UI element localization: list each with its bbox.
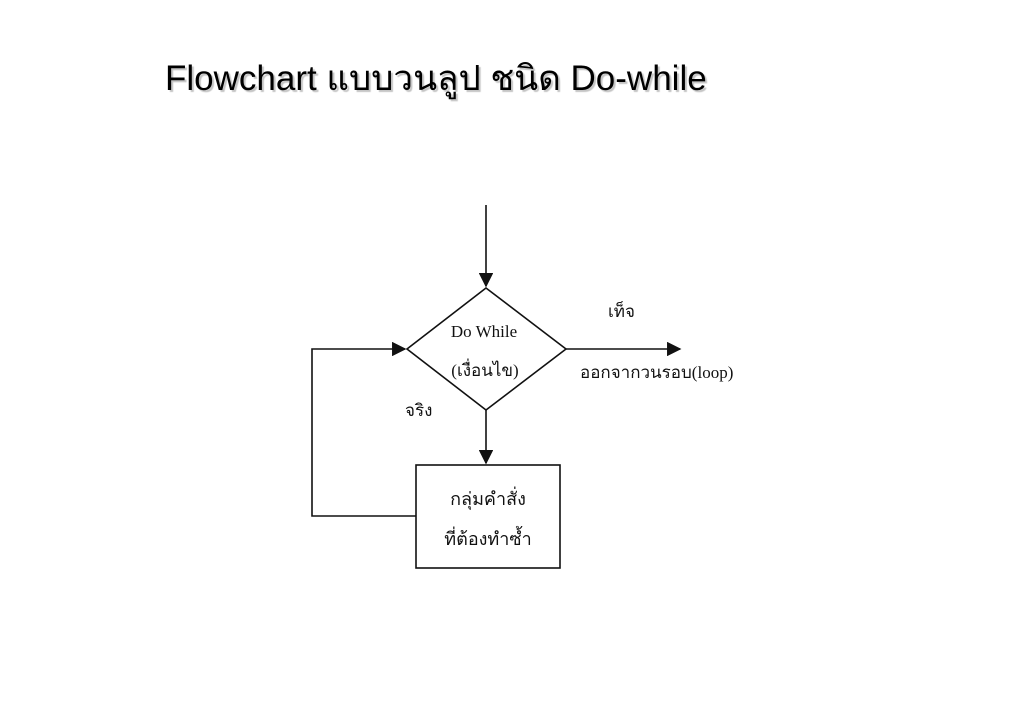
decision-text-line1: Do While xyxy=(451,322,517,341)
false-label: เท็จ xyxy=(608,300,635,321)
decision-text-line2: (เงื่อนไข) xyxy=(451,358,518,380)
exit-label: ออกจากวนรอบ(loop) xyxy=(580,363,733,382)
process-text-line1: กลุ่มคำสั่ง xyxy=(450,486,526,510)
process-box xyxy=(415,464,561,569)
process-text-line2: ที่ต้องทำซ้ำ xyxy=(444,526,531,549)
true-label: จริง xyxy=(405,401,432,420)
loop-back-arrow xyxy=(311,341,416,517)
slide-title: Flowchart แบบวนลูป ชนิด Do-while xyxy=(165,59,707,98)
decision-diamond xyxy=(405,286,568,412)
